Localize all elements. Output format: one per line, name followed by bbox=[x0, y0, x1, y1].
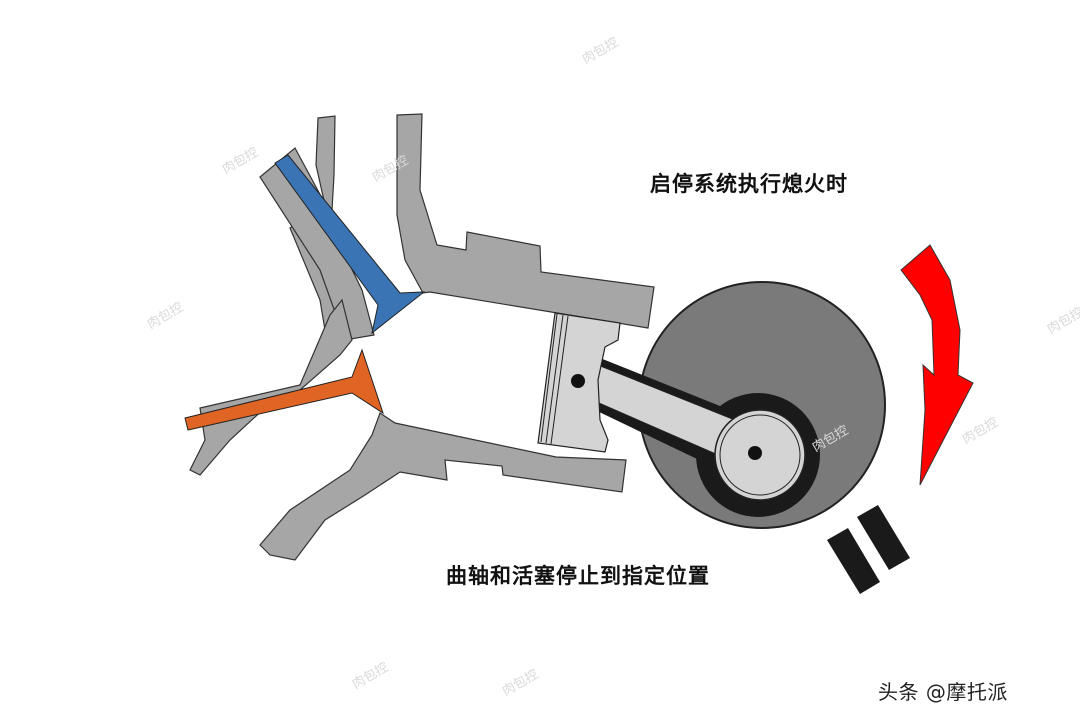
exhaust-valve bbox=[184, 348, 384, 431]
caption-engine-stop: 启停系统执行熄火时 bbox=[650, 172, 848, 196]
rotation-arrow-icon bbox=[900, 244, 974, 486]
cylinder-head bbox=[189, 113, 655, 561]
intake-valve bbox=[274, 154, 426, 335]
source-credit: 头条 @摩托派 bbox=[878, 680, 1008, 704]
piston bbox=[537, 312, 621, 453]
caption-crank-position: 曲轴和活塞停止到指定位置 bbox=[446, 564, 710, 588]
connecting-rod bbox=[590, 358, 806, 501]
stop-marker-icon bbox=[827, 505, 910, 594]
